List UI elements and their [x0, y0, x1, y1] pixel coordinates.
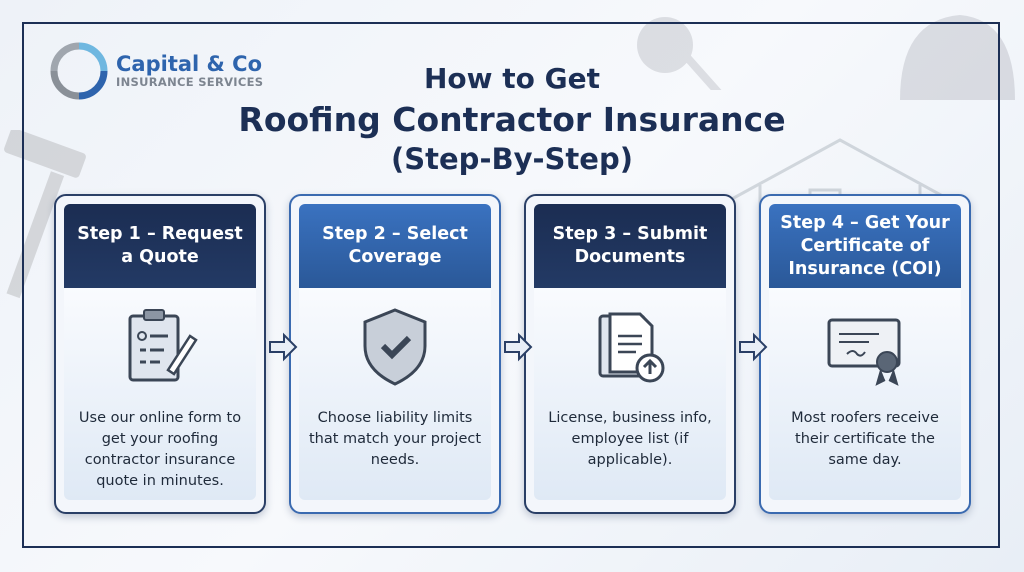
certificate-icon [827, 318, 901, 386]
step-description: Choose liability limits that match your … [308, 410, 482, 468]
step-title: Step 4 – Get Your Certificate of Insuran… [769, 204, 961, 288]
step-description: License, business info, employee list (i… [548, 410, 712, 468]
step-card-3: Step 3 – Submit Documents License, busin… [524, 194, 736, 514]
logo-brand-name: Capital & Co [116, 52, 262, 76]
company-logo: Capital & Co INSURANCE SERVICES [50, 42, 263, 100]
arrow-right-icon [269, 332, 298, 362]
arrow-right-icon [739, 332, 768, 362]
tape-measure-icon [637, 17, 722, 90]
step-title: Step 3 – Submit Documents [534, 204, 726, 288]
hard-hat-icon [900, 15, 1015, 100]
step-card-1: Step 1 – Request a Quote Use our online … [54, 194, 266, 514]
step-card-4: Step 4 – Get Your Certificate of Insuran… [759, 194, 971, 514]
logo-tagline: INSURANCE SERVICES [116, 75, 264, 89]
title-line-3: (Step-By-Step) [391, 142, 633, 176]
clipboard-form-icon [128, 309, 198, 382]
step-title: Step 2 – Select Coverage [299, 204, 491, 288]
step-card-2: Step 2 – Select Coverage Choose liabilit… [289, 194, 501, 514]
step-title: Step 1 – Request a Quote [64, 204, 256, 288]
document-upload-icon [598, 312, 665, 383]
arrow-right-icon [504, 332, 533, 362]
shield-check-icon [363, 308, 427, 386]
step-description: Use our online form to get your roofing … [78, 410, 242, 489]
title-line-1: How to Get [423, 62, 600, 95]
title-line-2: Roofing Contractor Insurance [238, 100, 786, 139]
hands-circle-logo-icon [50, 42, 108, 100]
border-frame [22, 22, 1000, 548]
hammer-icon [4, 130, 86, 299]
step-description: Most roofers receive their certificate t… [791, 410, 939, 468]
